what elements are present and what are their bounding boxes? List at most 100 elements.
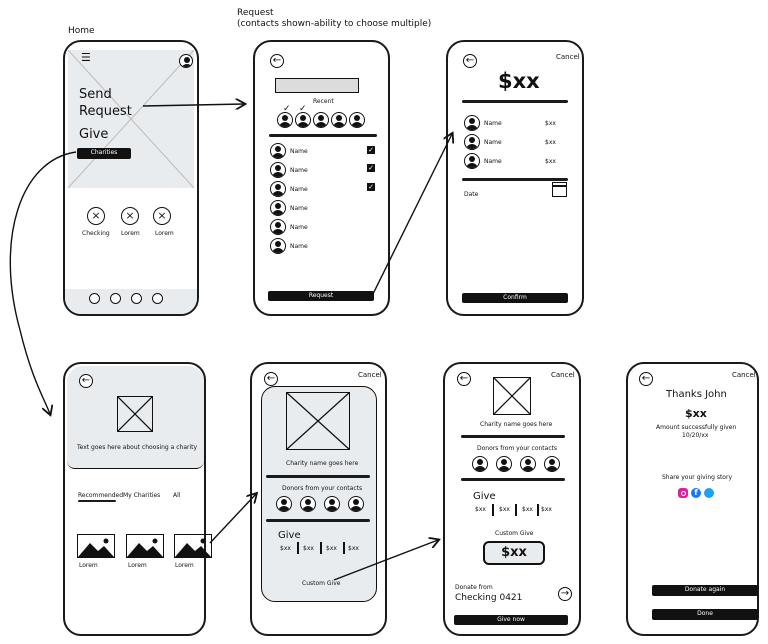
cancel-link[interactable]: Cancel	[732, 371, 756, 379]
calendar-icon[interactable]	[552, 182, 567, 197]
request-phone: ← Recent ✓ ✓ Name ✓ Name ✓ Name ✓ Name N…	[253, 40, 390, 316]
contact-checkbox[interactable]: ✓	[367, 146, 375, 154]
back-arrow-icon[interactable]: ←	[463, 54, 477, 68]
tab-all[interactable]: All	[173, 492, 181, 499]
custom-amount-input[interactable]: $xx	[483, 541, 545, 565]
nav-icon-4[interactable]	[152, 293, 163, 304]
search-input[interactable]	[275, 78, 359, 93]
amount-option[interactable]: $xx	[303, 545, 314, 552]
divider	[461, 478, 565, 481]
custom-give-label: Custom Give	[495, 530, 534, 537]
separator	[515, 504, 517, 516]
total-amount: $xx	[498, 69, 540, 93]
amount-option[interactable]: $xx	[475, 506, 486, 513]
twitter-icon[interactable]	[704, 488, 714, 498]
hamburger-menu-icon[interactable]: ☰	[81, 51, 91, 64]
request-screen-title: Request	[237, 8, 274, 18]
amount-option[interactable]: $xx	[348, 545, 359, 552]
charity-name: Charity name goes here	[286, 460, 359, 467]
charities-button[interactable]: Charities	[77, 148, 131, 159]
contact-checkbox[interactable]: ✓	[367, 183, 375, 191]
custom-give-link[interactable]: Custom Give	[302, 580, 341, 587]
cancel-link[interactable]: Cancel	[358, 371, 382, 379]
instagram-icon[interactable]	[678, 488, 688, 498]
forward-arrow-icon[interactable]: →	[558, 587, 572, 601]
contact-avatar[interactable]	[270, 181, 286, 197]
back-arrow-icon[interactable]: ←	[457, 372, 471, 386]
amount-option[interactable]: $xx	[522, 506, 533, 513]
contact-amount: $xx	[545, 158, 556, 165]
contact-name: Name	[484, 158, 502, 165]
account-3-icon[interactable]: ×	[153, 207, 171, 225]
amount-option[interactable]: $xx	[499, 506, 510, 513]
profile-avatar-icon[interactable]	[179, 54, 193, 68]
charity-name: Lorem	[128, 562, 147, 569]
give-now-button[interactable]: Give now	[454, 615, 568, 625]
recent-contact-avatar[interactable]	[349, 112, 365, 128]
give-label: Give	[473, 491, 496, 502]
recent-contact-avatar[interactable]	[295, 112, 311, 128]
recent-contact-avatar[interactable]	[331, 112, 347, 128]
charity-description: Text goes here about choosing a charity	[77, 444, 198, 451]
give-label: Give	[278, 530, 301, 541]
donors-label: Donors from your contacts	[282, 485, 363, 492]
tab-recommended[interactable]: Recommended	[78, 492, 124, 499]
contact-name: Name	[290, 167, 308, 174]
cancel-link[interactable]: Cancel	[556, 53, 580, 61]
back-arrow-icon[interactable]: ←	[79, 374, 93, 388]
share-label: Share your giving story	[662, 474, 732, 481]
contact-avatar[interactable]	[270, 200, 286, 216]
account-2-icon[interactable]: ×	[121, 207, 139, 225]
recent-contact-avatar[interactable]	[277, 112, 293, 128]
contact-checkbox[interactable]: ✓	[367, 164, 375, 172]
charity-thumbnail[interactable]	[77, 534, 115, 558]
divider	[266, 475, 370, 478]
contact-avatar[interactable]	[270, 162, 286, 178]
contact-avatar[interactable]	[270, 219, 286, 235]
given-amount: $xx	[685, 407, 707, 420]
contact-avatar[interactable]	[270, 238, 286, 254]
charity-thumbnail[interactable]	[126, 534, 164, 558]
checking-account-icon[interactable]: ×	[87, 207, 105, 225]
contact-name: Name	[290, 243, 308, 250]
thanks-title: Thanks John	[666, 389, 727, 400]
check-mark-icon: ✓	[283, 104, 291, 114]
back-arrow-icon[interactable]: ←	[264, 372, 278, 386]
charity-thumbnail[interactable]	[174, 534, 212, 558]
separator	[343, 542, 345, 554]
nav-icon-3[interactable]	[131, 293, 142, 304]
home-request[interactable]: Request	[79, 104, 132, 119]
divider	[266, 519, 370, 522]
cancel-link[interactable]: Cancel	[551, 371, 575, 379]
hero-image-cross	[68, 50, 194, 188]
date-label: Date	[464, 191, 479, 198]
amount-option[interactable]: $xx	[326, 545, 337, 552]
done-button[interactable]: Done	[652, 609, 758, 620]
amount-option[interactable]: $xx	[541, 506, 552, 513]
facebook-icon[interactable]: f	[691, 488, 701, 498]
nav-icon-2[interactable]	[110, 293, 121, 304]
donate-again-button[interactable]: Donate again	[652, 585, 758, 596]
contact-avatar[interactable]	[270, 143, 286, 159]
account-label-checking: Checking	[82, 230, 110, 237]
request-screen-subtitle: (contacts shown-ability to choose multip…	[237, 19, 432, 29]
image-cross	[493, 377, 531, 415]
charity-name: Charity name goes here	[480, 421, 553, 428]
divider	[461, 435, 565, 438]
divider	[269, 134, 377, 137]
contact-name: Name	[290, 186, 308, 193]
account-selector[interactable]: Checking 0421	[455, 593, 523, 603]
back-arrow-icon[interactable]: ←	[270, 54, 284, 68]
tab-my-charities[interactable]: My Charities	[123, 492, 161, 499]
request-button[interactable]: Request	[268, 291, 374, 301]
contact-avatar	[464, 153, 480, 169]
amount-option[interactable]: $xx	[280, 545, 291, 552]
back-arrow-icon[interactable]: ←	[639, 372, 653, 386]
nav-icon-1[interactable]	[89, 293, 100, 304]
home-give[interactable]: Give	[79, 127, 109, 142]
home-send[interactable]: Send	[79, 87, 112, 102]
home-screen-title: Home	[68, 26, 95, 36]
recent-contact-avatar[interactable]	[313, 112, 329, 128]
separator	[320, 542, 322, 554]
confirm-button[interactable]: Confirm	[462, 293, 568, 303]
